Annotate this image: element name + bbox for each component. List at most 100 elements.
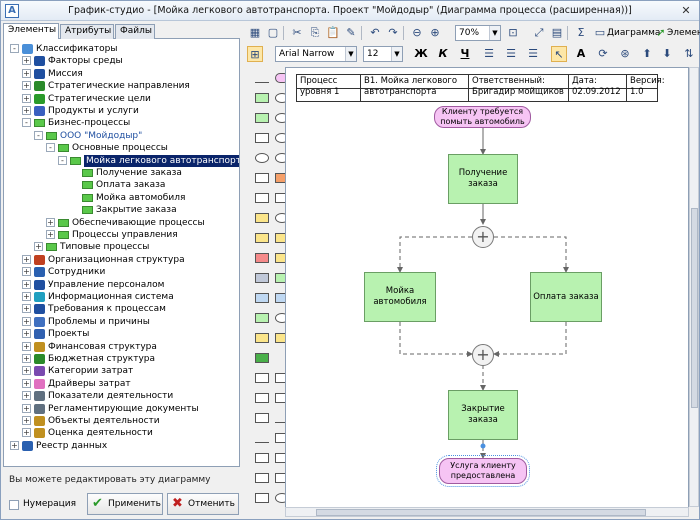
collapse-icon[interactable]: -: [22, 118, 31, 128]
tab-files[interactable]: Файлы: [115, 24, 155, 39]
undo-icon[interactable]: ↶: [370, 26, 380, 39]
expand-icon[interactable]: +: [22, 341, 31, 351]
cut-icon[interactable]: ✂: [292, 26, 302, 39]
tree-item[interactable]: +Драйверы затрат: [4, 378, 239, 390]
properties-icon[interactable]: ▦: [249, 26, 261, 39]
expand-icon[interactable]: +: [22, 279, 31, 289]
expand-icon[interactable]: +: [22, 93, 31, 103]
tree-item[interactable]: +Управление персоналом: [4, 279, 239, 291]
expand-icon[interactable]: +: [22, 329, 31, 339]
palette-rect-small-icon[interactable]: [255, 493, 269, 503]
expand-icon[interactable]: +: [34, 242, 43, 252]
numbering-checkbox[interactable]: [9, 500, 19, 510]
new-icon[interactable]: ▢: [267, 26, 279, 39]
tree-item[interactable]: +Стратегические направления: [4, 80, 239, 92]
align-center-icon[interactable]: ☰: [506, 47, 516, 60]
vertical-scroll-thumb[interactable]: [691, 208, 698, 408]
palette-connector-icon[interactable]: [255, 73, 269, 83]
expand-icon[interactable]: +: [10, 440, 19, 450]
expand-icon[interactable]: +: [22, 304, 31, 314]
align-right-icon[interactable]: ☰: [528, 47, 538, 60]
element-button[interactable]: Элемен: [667, 28, 700, 38]
move-up-icon[interactable]: ⬆: [642, 47, 652, 60]
tree-item[interactable]: +Стратегические цели: [4, 93, 239, 105]
tree-item[interactable]: -Классификаторы: [4, 43, 239, 55]
zoom-in-icon[interactable]: ⊕: [430, 26, 440, 39]
vertical-scrollbar[interactable]: [689, 67, 699, 507]
tree-item[interactable]: +Продукты и услуги: [4, 105, 239, 117]
print-icon[interactable]: ▤: [551, 26, 563, 39]
collapse-icon[interactable]: -: [46, 143, 55, 153]
pointer-icon[interactable]: ↖: [551, 46, 567, 62]
zoom-out-icon[interactable]: ⊖: [412, 26, 422, 39]
format-brush-icon[interactable]: ✎: [346, 26, 356, 39]
tree-item[interactable]: +Типовые процессы: [4, 241, 239, 253]
tree-item[interactable]: +Показатели деятельности: [4, 390, 239, 402]
expand-icon[interactable]: +: [22, 254, 31, 264]
tree-item[interactable]: +Финансовая структура: [4, 341, 239, 353]
expand-icon[interactable]: +: [46, 217, 55, 227]
expand-icon[interactable]: +: [22, 378, 31, 388]
palette-cross-shape-icon[interactable]: [255, 433, 269, 443]
palette-green-rect-icon[interactable]: [255, 313, 269, 323]
paste-icon[interactable]: 📋: [326, 26, 340, 39]
expand-icon[interactable]: +: [22, 292, 31, 301]
palette-table-icon[interactable]: [255, 333, 269, 343]
selection-handle[interactable]: [480, 443, 486, 449]
tree-item[interactable]: -Основные процессы: [4, 142, 239, 154]
layout-icon[interactable]: ⊞: [247, 46, 263, 62]
tree-item[interactable]: -Бизнес-процессы: [4, 117, 239, 129]
copy-icon[interactable]: ⎘: [310, 26, 320, 39]
tree-item[interactable]: +Миссия: [4, 68, 239, 80]
sort-icon[interactable]: ⇅: [684, 47, 694, 60]
expand-icon[interactable]: +: [22, 106, 31, 115]
end-event[interactable]: Услуга клиенту предоставлена: [436, 455, 530, 487]
palette-blue-rect-icon[interactable]: [255, 293, 269, 303]
palette-subprocess-icon[interactable]: [255, 113, 269, 123]
collapse-icon[interactable]: -: [34, 130, 43, 140]
palette-frame-icon[interactable]: [255, 373, 269, 383]
tab-attributes[interactable]: Атрибуты: [60, 24, 114, 39]
fit-page-icon[interactable]: ⊡: [508, 26, 518, 39]
element-tree[interactable]: -Классификаторы+Факторы среды+Миссия+Стр…: [3, 39, 240, 467]
tree-item[interactable]: +Категории затрат: [4, 365, 239, 377]
italic-button[interactable]: К: [438, 47, 448, 60]
pin-icon[interactable]: ⊛: [620, 47, 630, 60]
palette-text-box-icon[interactable]: [255, 453, 269, 463]
tree-item[interactable]: Мойка автомобиля: [4, 192, 239, 204]
rotate-icon[interactable]: ⟳: [598, 47, 608, 60]
tree-item[interactable]: +Информационная система: [4, 291, 239, 303]
redo-icon[interactable]: ↷: [388, 26, 398, 39]
palette-gateway-plus-alt-icon[interactable]: [255, 153, 269, 163]
expand-icon[interactable]: +: [22, 428, 31, 438]
palette-lane-icon[interactable]: [255, 393, 269, 403]
tree-item[interactable]: -ООО "Мойдодыр": [4, 130, 239, 142]
parallel-gateway-join[interactable]: +: [472, 344, 494, 366]
collapse-icon[interactable]: -: [58, 155, 67, 165]
close-icon[interactable]: ✕: [681, 4, 691, 17]
text-format-icon[interactable]: A: [576, 47, 586, 60]
expand-icon[interactable]: +: [22, 56, 31, 66]
palette-yellow-rect2-icon[interactable]: [255, 233, 269, 243]
apply-button[interactable]: ✔ Применить: [87, 493, 163, 515]
sum-icon[interactable]: Σ: [577, 26, 585, 39]
expand-icon[interactable]: +: [46, 230, 55, 239]
palette-green-tag-icon[interactable]: [255, 353, 269, 363]
expand-icon[interactable]: +: [22, 354, 31, 363]
parallel-gateway-split[interactable]: +: [472, 226, 494, 248]
underline-button[interactable]: Ч: [460, 47, 470, 60]
cancel-button[interactable]: ✖ Отменить: [167, 493, 239, 515]
tree-item[interactable]: +Реестр данных: [4, 440, 239, 452]
palette-yellow-rect-icon[interactable]: [255, 213, 269, 223]
zoom-select[interactable]: 70% ▼: [455, 25, 501, 41]
tree-item[interactable]: +Объекты деятельности: [4, 415, 239, 427]
tree-item[interactable]: Получение заказа: [4, 167, 239, 179]
expand-icon[interactable]: +: [22, 403, 31, 413]
font-size-select[interactable]: 12 ▼: [363, 46, 403, 62]
move-down-icon[interactable]: ⬇: [662, 47, 672, 60]
expand-icon[interactable]: +: [22, 416, 31, 425]
palette-data-object-icon[interactable]: [255, 173, 269, 183]
expand-icon[interactable]: +: [22, 316, 31, 326]
tree-item[interactable]: +Регламентирующие документы: [4, 403, 239, 415]
